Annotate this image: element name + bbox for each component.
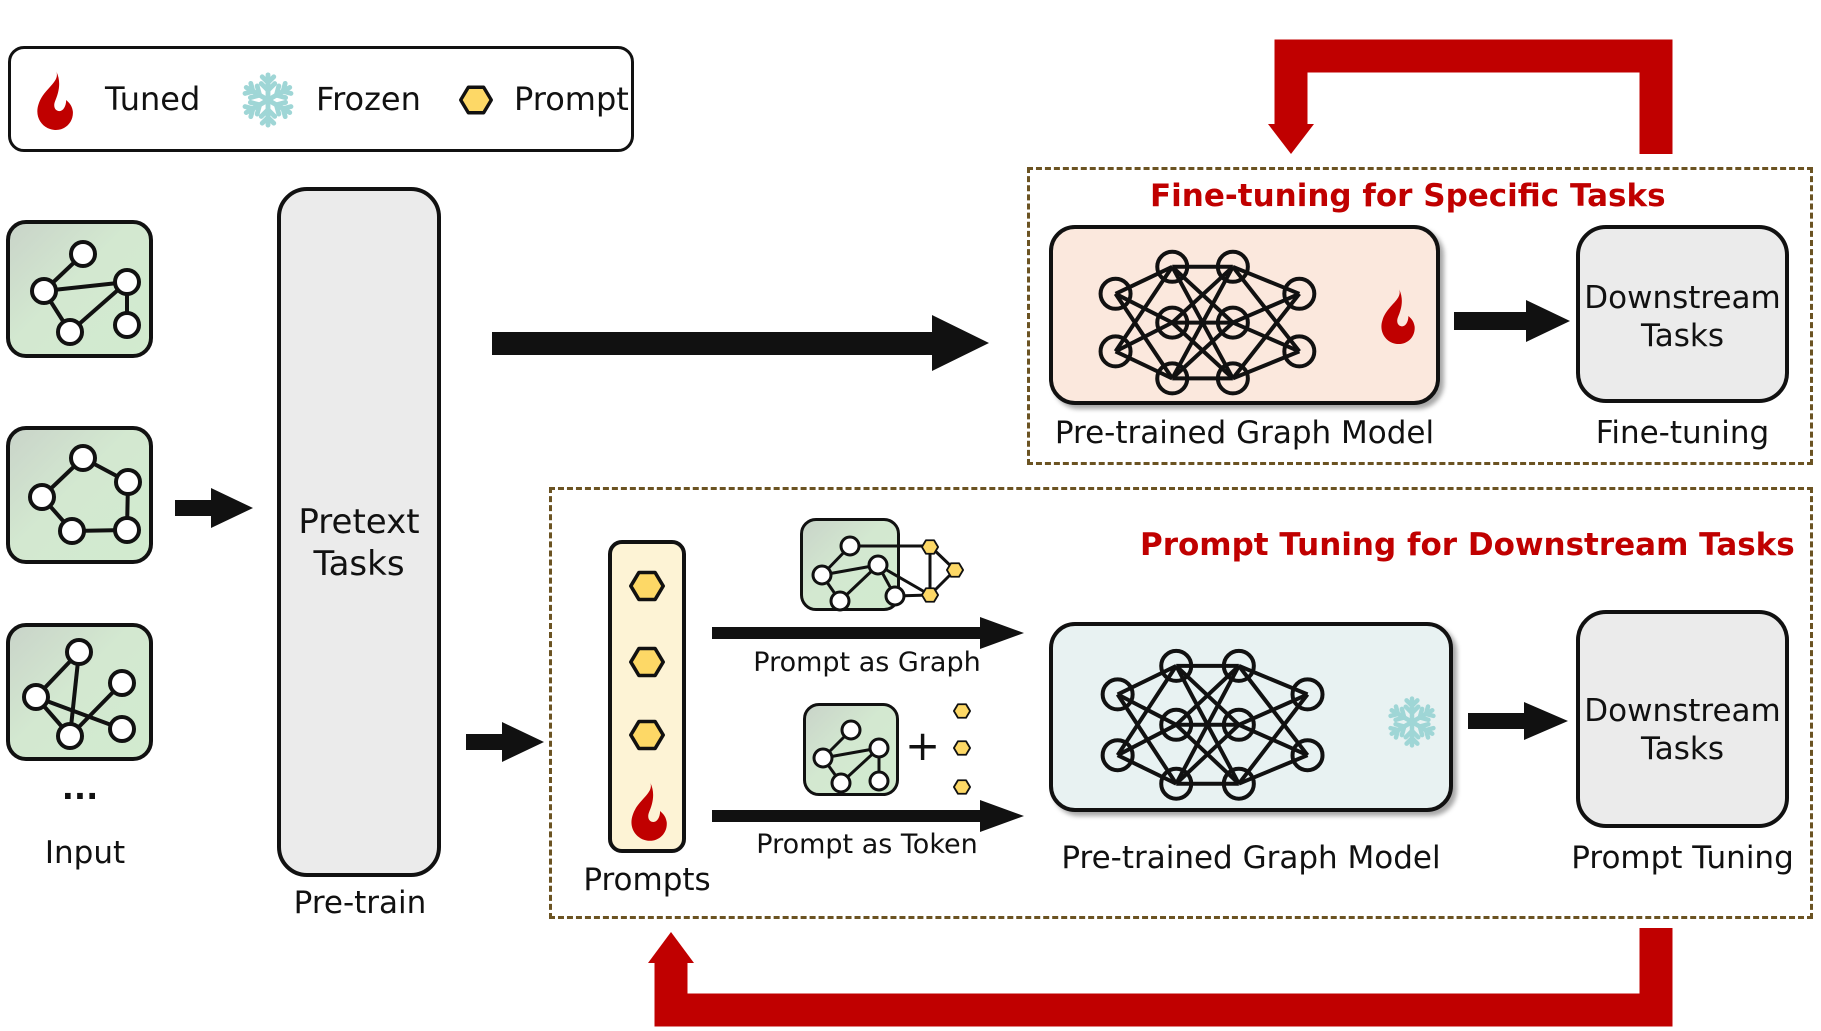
- prompt-tuning-title: Prompt Tuning for Downstream Tasks: [1140, 527, 1795, 563]
- nn-node: [1098, 334, 1133, 369]
- plus-sign: +: [905, 721, 941, 770]
- neural-network-icon: [1098, 249, 1317, 396]
- nn-node: [1159, 766, 1194, 801]
- pretext-label-line1: Pretext: [298, 502, 420, 542]
- nn-edge: [1238, 664, 1309, 697]
- prompt-tuning-model-caption: Pre-trained Graph Model: [1061, 840, 1441, 876]
- nn-node: [1215, 305, 1250, 340]
- nn-edge: [1170, 265, 1235, 380]
- nn-edge: [1232, 349, 1301, 381]
- input-graph-tile: [6, 220, 153, 358]
- prompt-as-token-label: Prompt as Token: [756, 829, 978, 860]
- nn-node: [1221, 648, 1256, 683]
- prompts-caption: Prompts: [583, 862, 711, 898]
- arrow-right-icon: [466, 722, 544, 762]
- nn-edge: [1114, 264, 1174, 296]
- downstream-line1: Downstream: [1584, 280, 1781, 316]
- legend-tuned-label: Tuned: [105, 80, 201, 118]
- nn-edge: [1116, 664, 1178, 697]
- graph-icon: [812, 719, 890, 794]
- nn-node: [1282, 334, 1317, 369]
- pretrained-graph-model-tuned: [1049, 225, 1440, 405]
- nn-node: [1159, 648, 1194, 683]
- legend-prompt-label: Prompt: [514, 80, 629, 118]
- nn-node: [1290, 677, 1325, 712]
- input-label: Input: [44, 835, 126, 871]
- nn-edge: [1174, 664, 1241, 785]
- fine-tuning-model-caption: Pre-trained Graph Model: [1054, 415, 1435, 451]
- arrow-right-icon: [1468, 702, 1568, 740]
- input-graph-tile: [6, 426, 153, 564]
- nn-node: [1155, 361, 1190, 396]
- prompt-tuning-caption: Prompt Tuning: [1571, 840, 1794, 876]
- downstream-tasks-box: Downstream Tasks: [1576, 225, 1789, 403]
- arrow-right-icon: [492, 315, 989, 371]
- nn-edge: [1114, 320, 1174, 354]
- nn-edge: [1114, 349, 1174, 381]
- nn-edge: [1237, 693, 1310, 785]
- nn-node: [1100, 738, 1135, 773]
- fine-tuning-title: Fine-tuning for Specific Tasks: [1150, 178, 1666, 214]
- nn-node: [1159, 707, 1194, 742]
- pretext-tasks-box: Pretext Tasks: [277, 187, 441, 877]
- arrow-right-icon: [712, 617, 1024, 649]
- graph-icon: [30, 240, 141, 346]
- fine-tuning-caption: Fine-tuning: [1595, 415, 1770, 451]
- pretrained-graph-model-frozen: [1049, 622, 1453, 812]
- nn-edge: [1232, 264, 1301, 296]
- pretrain-caption: Pre-train: [293, 885, 427, 921]
- nn-node: [1221, 766, 1256, 801]
- nn-node: [1100, 677, 1135, 712]
- nn-edge: [1231, 292, 1301, 380]
- downstream-line2: Tasks: [1640, 731, 1725, 767]
- prompt-tuning-feedback-arrow: [654, 928, 1673, 1027]
- downstream-line1: Downstream: [1584, 693, 1781, 729]
- pretext-label-line2: Tasks: [313, 544, 405, 584]
- prompt-tuning-section: [549, 487, 1813, 919]
- nn-node: [1290, 738, 1325, 773]
- arrow-right-icon: [1454, 300, 1570, 342]
- nn-node: [1155, 305, 1190, 340]
- downstream-tasks-box: Downstream Tasks: [1576, 610, 1789, 828]
- nn-edge: [1116, 723, 1178, 757]
- nn-node: [1282, 276, 1317, 311]
- prompt-as-graph-label: Prompt as Graph: [753, 647, 981, 678]
- graph-icon: [22, 638, 136, 750]
- nn-node: [1215, 249, 1250, 284]
- nn-edge: [1238, 753, 1309, 786]
- prompts-column: [608, 540, 686, 853]
- input-graph-tile: [6, 623, 153, 761]
- downstream-line2: Tasks: [1640, 318, 1725, 354]
- legend-frozen-label: Frozen: [316, 80, 421, 118]
- fine-tuning-section: [1027, 167, 1813, 465]
- nn-node: [1155, 249, 1190, 284]
- nn-edge: [1238, 692, 1309, 727]
- arrow-right-icon: [175, 488, 253, 528]
- fine-tuning-feedback-arrowhead: [1268, 124, 1314, 154]
- legend: Tuned Frozen Prompt: [8, 46, 634, 152]
- neural-network-icon: [1100, 648, 1325, 801]
- arrow-right-icon: [712, 800, 1024, 832]
- nn-edge: [1115, 664, 1178, 757]
- nn-node: [1098, 276, 1133, 311]
- graph-icon: [28, 444, 142, 545]
- prompt-tuning-feedback-arrowhead: [648, 932, 694, 963]
- prompt-graph-icon: [811, 535, 965, 612]
- nn-node: [1215, 361, 1250, 396]
- nn-edge: [1116, 753, 1178, 786]
- nn-node: [1221, 707, 1256, 742]
- fine-tuning-feedback-arrow: [1274, 39, 1673, 154]
- nn-edge: [1232, 291, 1301, 325]
